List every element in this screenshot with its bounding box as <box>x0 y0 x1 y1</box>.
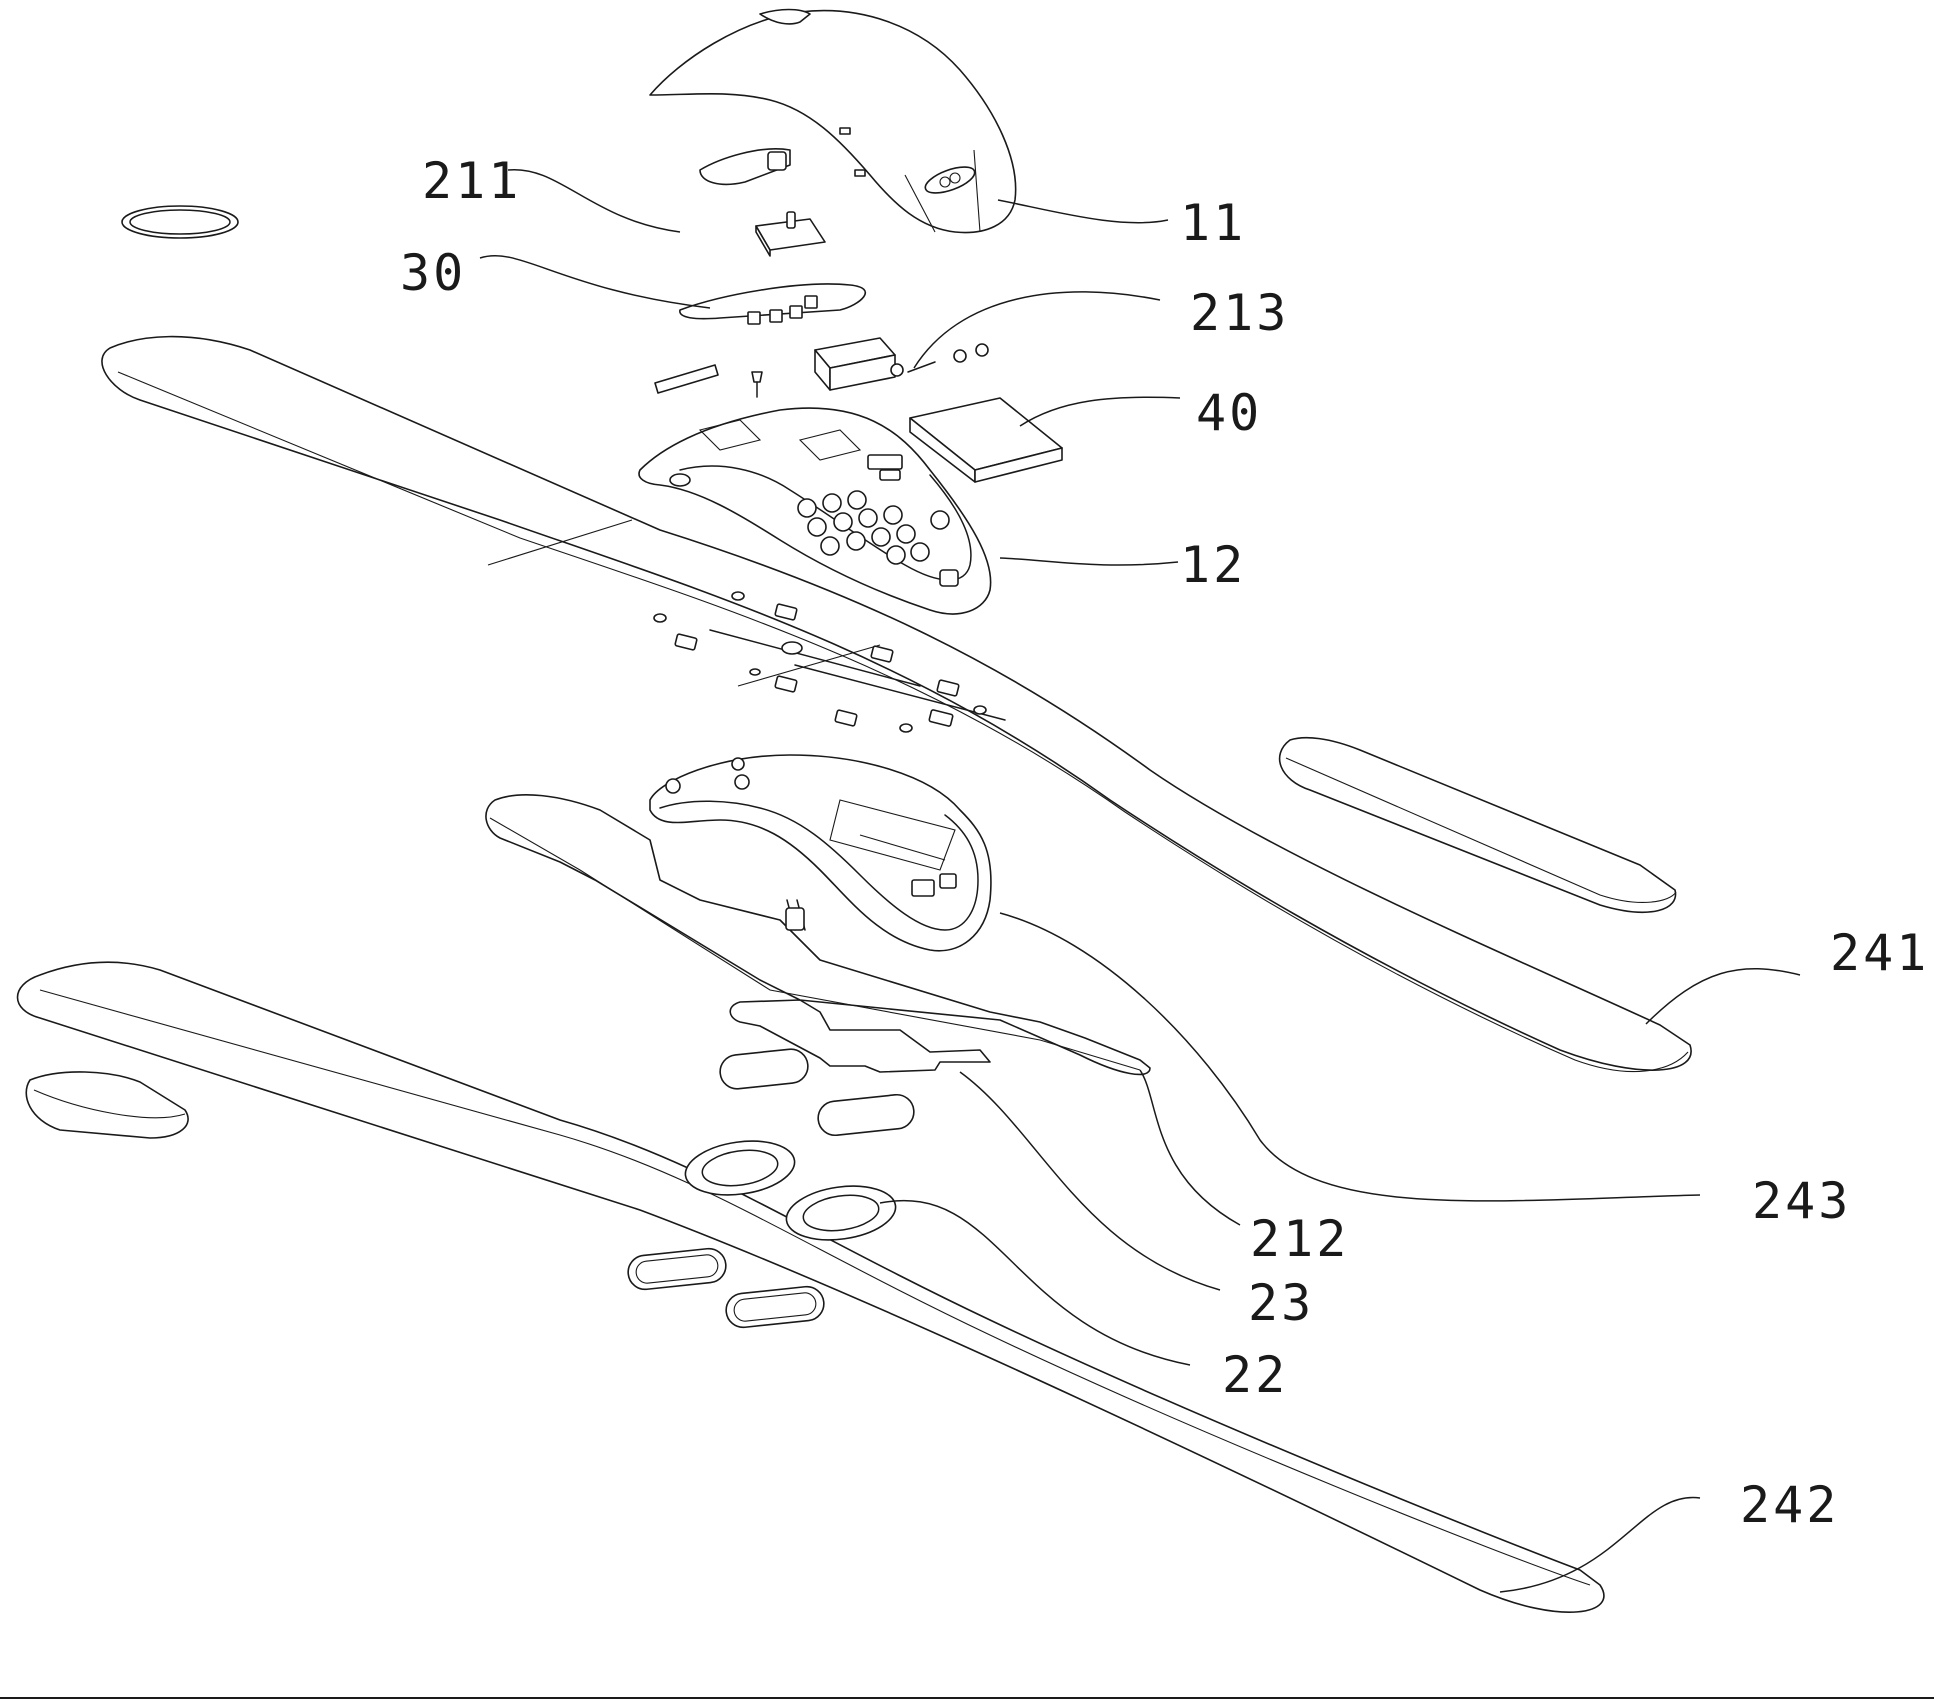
label-12: 12 <box>1180 536 1246 594</box>
label-212: 212 <box>1250 1210 1349 1268</box>
label-211: 211 <box>422 152 521 210</box>
top-cover-11 <box>649 8 1017 234</box>
pcb-30 <box>679 283 866 325</box>
label-241: 241 <box>1830 924 1929 982</box>
label-22: 22 <box>1222 1346 1288 1404</box>
heat-pad-211 <box>755 211 826 257</box>
electrode-pads <box>719 1048 915 1137</box>
electrode-rings-22 <box>684 1140 897 1241</box>
left-pad <box>25 1071 189 1139</box>
strap-241-holes <box>653 591 1006 733</box>
label-23: 23 <box>1248 1274 1314 1332</box>
ring-seal <box>121 205 239 239</box>
strap-242-slots <box>627 1247 825 1329</box>
reference-numerals: 211 30 11 213 40 12 241 243 212 23 22 24… <box>400 152 1929 1534</box>
right-pad <box>1278 736 1677 913</box>
button-board <box>699 148 791 186</box>
conductive-strip-212 <box>485 794 1151 1076</box>
base-housing-12 <box>638 407 992 615</box>
label-243: 243 <box>1752 1172 1851 1230</box>
lower-strap-242 <box>16 961 1605 1613</box>
bottom-housing-243 <box>649 754 992 952</box>
upper-strap-241 <box>101 335 1692 1073</box>
label-30: 30 <box>400 244 466 302</box>
label-40: 40 <box>1196 384 1262 442</box>
flex-circuit-23 <box>729 999 991 1073</box>
leader-lines <box>479 169 1801 1593</box>
battery-40 <box>909 397 1063 483</box>
label-242: 242 <box>1740 1476 1839 1534</box>
label-11: 11 <box>1180 194 1246 252</box>
small-parts <box>654 364 763 398</box>
motor-213 <box>814 337 989 391</box>
label-213: 213 <box>1190 284 1289 342</box>
